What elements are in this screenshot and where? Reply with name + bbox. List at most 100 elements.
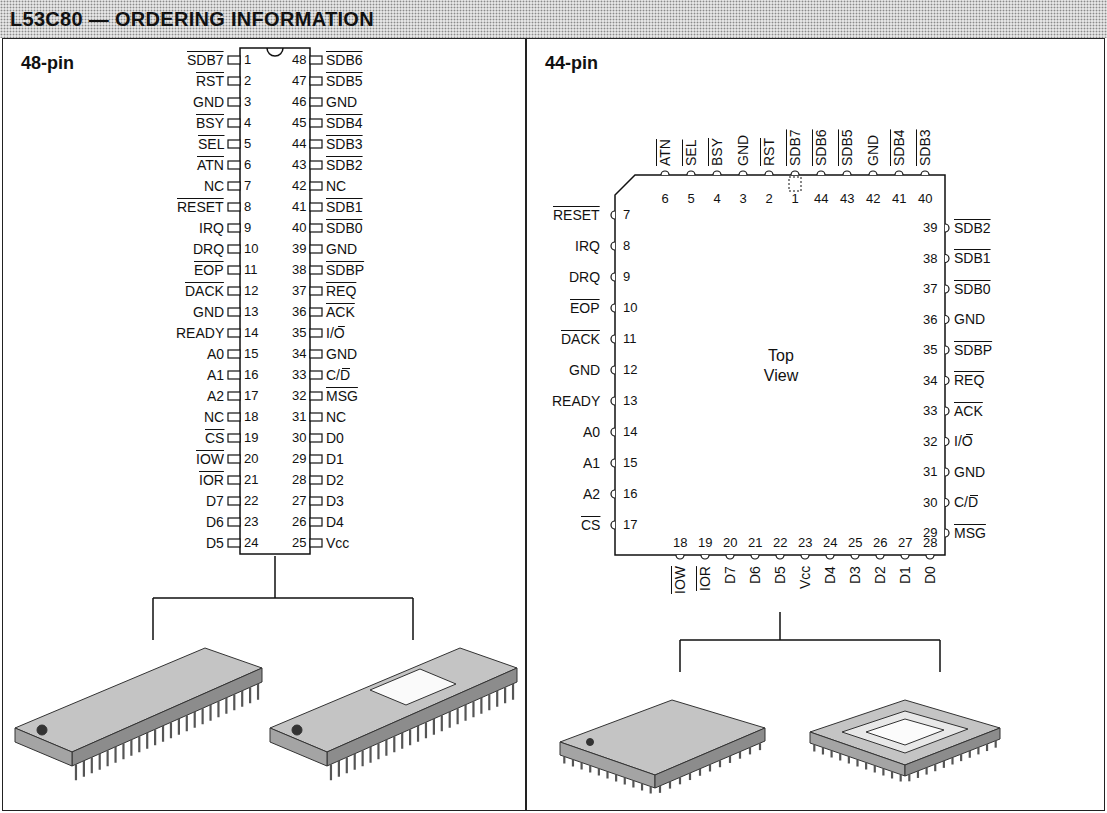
plcc-lead <box>945 438 949 446</box>
pin-name: I/O <box>954 434 973 449</box>
pin-name: SDB3 <box>918 129 933 166</box>
dip-lead <box>417 726 419 742</box>
dip-lead <box>170 722 172 738</box>
dip-lead <box>488 694 490 710</box>
pin-number: 41 <box>292 200 306 214</box>
plcc-lead-stroke <box>632 781 634 788</box>
pin-name: GND <box>866 135 881 166</box>
pin-name: ATN <box>197 158 224 173</box>
panel-heading: 44-pin <box>545 53 598 74</box>
plcc-lead <box>945 316 949 324</box>
plcc-lead-stroke <box>925 768 927 775</box>
pin-name: SEL <box>198 137 224 152</box>
plcc-lead <box>739 171 747 175</box>
pin-number: 42 <box>866 192 880 206</box>
dip-lead <box>233 694 235 710</box>
pin-name: EOP <box>194 263 224 278</box>
pin-number: 8 <box>244 200 251 214</box>
dip-lead <box>107 750 109 766</box>
dip-pin <box>310 119 322 127</box>
pin-name: DACK <box>185 284 224 299</box>
pin-number: 21 <box>748 536 762 550</box>
dip-pin <box>310 518 322 526</box>
pin-number: 19 <box>698 536 712 550</box>
pin-name: SDB4 <box>892 129 907 166</box>
dip-pin <box>310 56 322 64</box>
pin-number: 26 <box>873 536 887 550</box>
plcc-lead-stroke <box>689 773 691 780</box>
plcc-lead <box>611 273 615 281</box>
plcc-lead-stroke <box>572 760 574 767</box>
pin-number: 32 <box>292 389 306 403</box>
dip-pin <box>310 371 322 379</box>
dip-pin <box>310 266 322 274</box>
pin-number: 25 <box>848 536 862 550</box>
dip-lead <box>178 719 180 735</box>
pin-name: I/O <box>326 326 345 341</box>
pin-name: D0 <box>923 566 938 584</box>
pin-number: 33 <box>292 368 306 382</box>
dip-lead <box>480 698 482 714</box>
pin-number: 21 <box>244 473 258 487</box>
pin-number: 44 <box>814 192 828 206</box>
dip-pin <box>228 518 240 526</box>
pin-number: 18 <box>244 410 258 424</box>
pin-name: A1 <box>207 368 224 383</box>
plcc-lead-stroke <box>729 756 731 763</box>
dip-lead <box>457 708 459 724</box>
pin-name: RESET <box>177 200 224 215</box>
dip-notch <box>267 48 283 56</box>
pin-name: SDB1 <box>326 200 363 215</box>
plcc-lead-stroke <box>641 784 643 791</box>
plcc-lead <box>765 171 773 175</box>
pin-name: IOR <box>199 473 224 488</box>
pin-name: ACK <box>326 305 355 320</box>
pin-number: 2 <box>244 74 251 88</box>
plcc-lead <box>751 555 759 559</box>
plcc-lead <box>921 171 929 175</box>
plcc-lead-stroke <box>822 748 824 755</box>
pin-name: D1 <box>326 452 344 467</box>
dip-pin <box>310 182 322 190</box>
dip-pin <box>228 203 240 211</box>
pin-number: 16 <box>244 368 258 382</box>
dip-lead <box>472 701 474 717</box>
dip-lead <box>99 754 101 770</box>
dip-lead <box>154 729 156 745</box>
plcc-lead-stroke <box>969 751 971 758</box>
plcc-lead <box>851 555 859 559</box>
plcc-lead <box>843 171 851 175</box>
dip-pin <box>228 392 240 400</box>
pin-name: Vcc <box>798 566 813 589</box>
pin-number: 32 <box>923 435 937 449</box>
pin-name: C/D <box>326 368 350 383</box>
pin-number: 4 <box>714 192 721 206</box>
dip-pin <box>228 434 240 442</box>
pin-number: 35 <box>292 326 306 340</box>
pin-name: MSG <box>954 526 986 541</box>
pin-number: 40 <box>292 221 306 235</box>
pin-name: IOW <box>673 566 688 594</box>
pin-number: 14 <box>244 326 258 340</box>
pin-number: 29 <box>923 526 937 540</box>
plcc-lead-stroke <box>749 747 751 754</box>
dip-package <box>15 648 262 766</box>
pin-number: 2 <box>766 192 773 206</box>
dip-lead <box>257 684 259 700</box>
pin-name: A1 <box>583 456 600 471</box>
pin-number: 30 <box>292 431 306 445</box>
dip-lead <box>377 743 379 759</box>
plcc-lead-stroke <box>699 769 701 776</box>
dip-lead <box>425 722 427 738</box>
pin-number: 47 <box>292 74 306 88</box>
pin-number: 20 <box>244 452 258 466</box>
plcc-package <box>560 700 765 788</box>
pin-number: 28 <box>292 473 306 487</box>
dip-pin <box>310 140 322 148</box>
pin-name: D3 <box>326 494 344 509</box>
dip-pin <box>310 77 322 85</box>
pin-number: 25 <box>292 536 306 550</box>
pin-name: SDB1 <box>954 251 991 266</box>
pin-name: CS <box>581 518 600 533</box>
dip-pin <box>310 539 322 547</box>
